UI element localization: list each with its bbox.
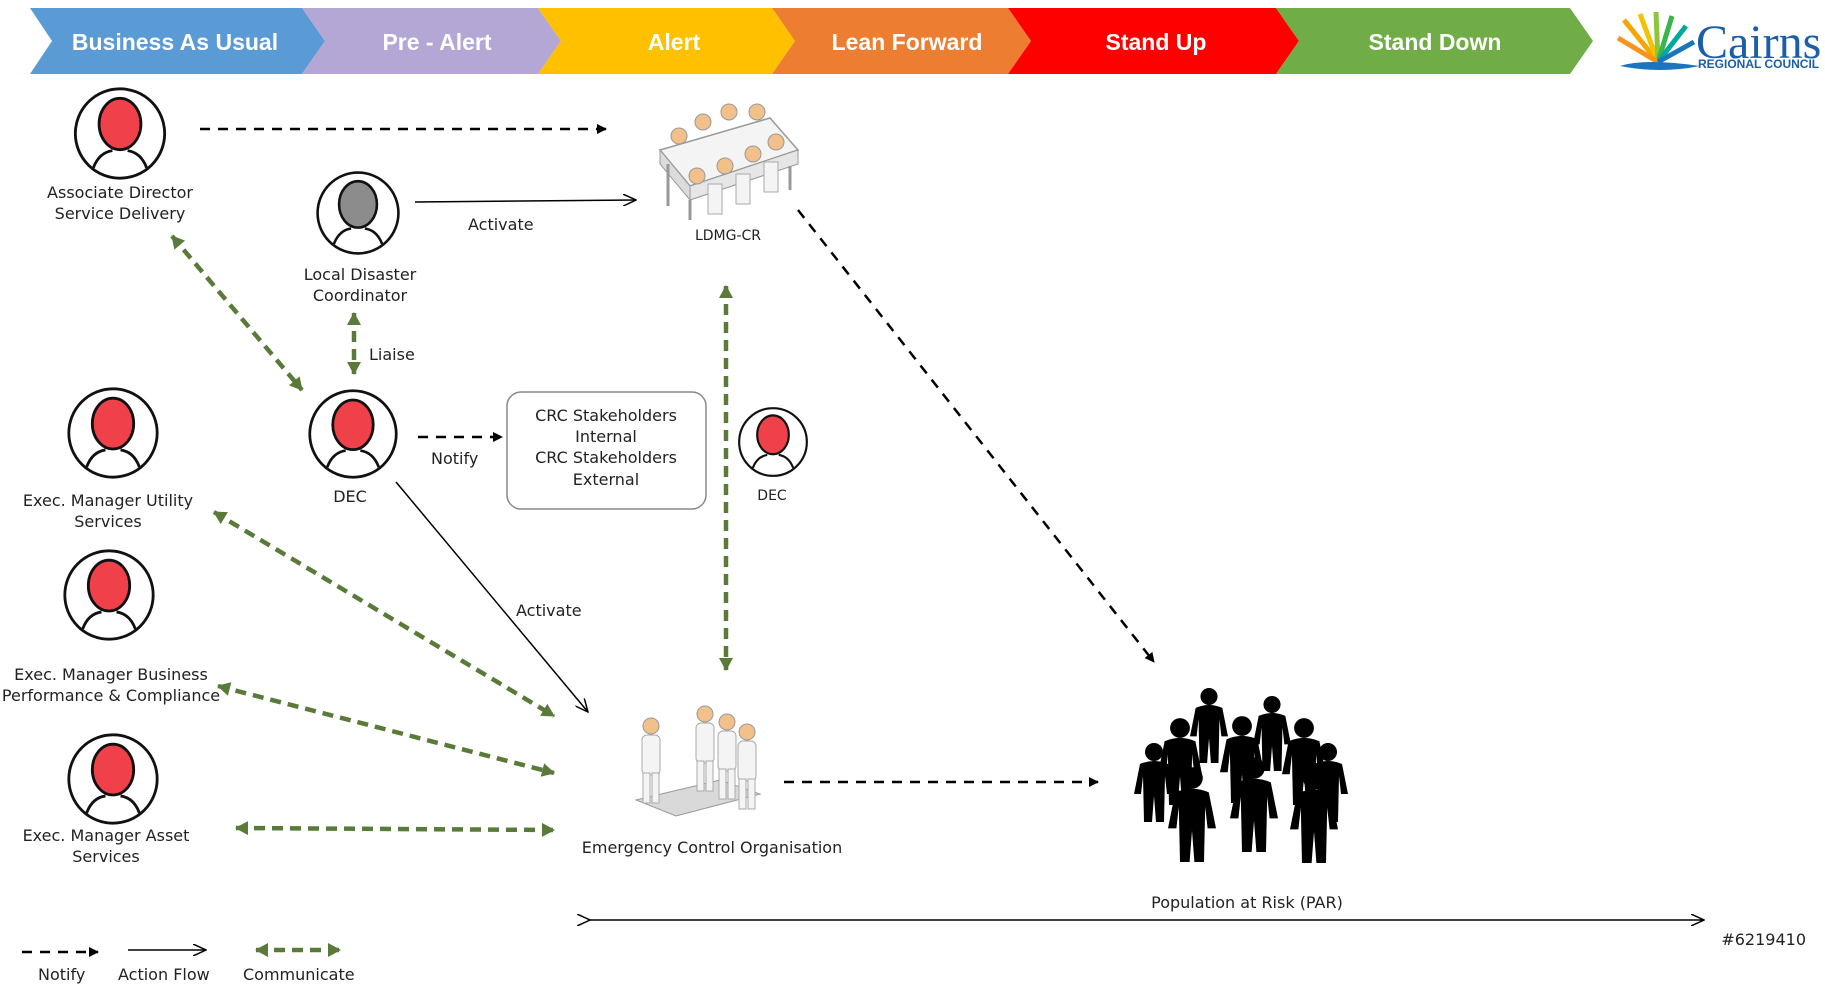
edge-label-notify: Notify — [431, 449, 478, 468]
person-dec-right[interactable]: DEC — [738, 407, 808, 504]
stakeholders-line: External — [573, 470, 639, 489]
person-exec-manager-business[interactable]: Exec. Manager Business Performance & Com… — [2, 549, 220, 705]
person-label-line1: Exec. Manager Asset — [23, 826, 190, 845]
edge-label-liaise: Liaise — [369, 345, 415, 364]
person-label: DEC — [757, 488, 787, 504]
person-exec-manager-asset[interactable]: Exec. Manager Asset Services — [23, 733, 190, 866]
stakeholders-line: CRC Stakeholders — [535, 448, 677, 467]
person-icon — [738, 407, 808, 477]
person-label-line1: Exec. Manager Utility — [23, 491, 193, 510]
connectors — [170, 124, 1704, 920]
person-icon — [73, 87, 167, 180]
communicate-arrow-asset-to-eco — [235, 821, 555, 837]
person-associate-director[interactable]: Associate Director Service Delivery — [47, 87, 193, 223]
phase-business-as-usual[interactable]: Business As Usual — [30, 8, 325, 74]
phase-lean-forward[interactable]: Lean Forward — [772, 8, 1031, 74]
standing-people-icon — [634, 705, 762, 817]
cairns-logo: Cairns REGIONAL COUNCIL — [1616, 11, 1821, 71]
logo-subtitle: REGIONAL COUNCIL — [1698, 57, 1819, 71]
person-dec-main[interactable]: DEC — [308, 389, 398, 506]
stakeholders-line: CRC Stakeholders — [535, 406, 677, 425]
phase-stand-down[interactable]: Stand Down — [1276, 8, 1593, 74]
person-icon — [63, 549, 155, 641]
ldmg-label: LDMG-CR — [695, 228, 761, 244]
activate-arrow-ldc-to-ldmg — [414, 200, 636, 202]
person-local-disaster-coordinator[interactable]: Local Disaster Coordinator — [304, 171, 417, 305]
phase-stand-up[interactable]: Stand Up — [1008, 8, 1299, 74]
phase-label: Pre - Alert — [382, 29, 491, 55]
stakeholders-box[interactable]: CRC Stakeholders Internal CRC Stakeholde… — [506, 391, 707, 510]
person-label-line2: Coordinator — [313, 286, 408, 305]
person-icon — [67, 733, 159, 825]
person-label: DEC — [333, 487, 367, 506]
person-label-line1: Exec. Manager Business — [14, 665, 208, 684]
stakeholders-line: Internal — [575, 427, 637, 446]
person-icon — [316, 171, 400, 255]
edge-label-activate-top: Activate — [468, 215, 534, 234]
person-label-line2: Services — [74, 512, 141, 531]
phase-label: Lean Forward — [832, 29, 983, 55]
par-group[interactable]: Population at Risk (PAR) — [1134, 687, 1348, 912]
communicate-arrow-business-to-eco — [217, 682, 555, 777]
communicate-arrow-assoc-to-dec — [170, 234, 304, 392]
legend: Notify Action Flow Communicate — [22, 943, 355, 984]
ldmg-group[interactable]: LDMG-CR — [658, 103, 800, 244]
phase-label: Alert — [648, 29, 701, 55]
activate-arrow-dec-to-eco — [395, 481, 588, 712]
doc-reference: #6219410 — [1721, 930, 1806, 949]
legend-notify-label: Notify — [38, 965, 85, 984]
phase-bar: Business As Usual Pre - Alert Alert Lean… — [30, 8, 1593, 74]
person-label-line2: Services — [72, 847, 139, 866]
edge-label-activate-mid: Activate — [516, 601, 582, 620]
phase-pre-alert[interactable]: Pre - Alert — [302, 8, 561, 74]
eco-label: Emergency Control Organisation — [582, 838, 842, 857]
phase-label: Stand Up — [1106, 29, 1207, 55]
communicate-arrow-utility-to-eco — [212, 510, 556, 718]
logo-name: Cairns — [1696, 16, 1821, 69]
notify-arrow-ldmg-to-par — [797, 209, 1155, 663]
person-icon — [67, 387, 159, 479]
phase-label: Business As Usual — [72, 29, 278, 55]
legend-communicate-label: Communicate — [243, 965, 355, 984]
legend-action-label: Action Flow — [118, 965, 210, 984]
meeting-table-icon — [658, 103, 800, 220]
person-label-line2: Service Delivery — [55, 204, 186, 223]
person-label-line1: Local Disaster — [304, 265, 417, 284]
person-label-line2: Performance & Compliance — [2, 686, 220, 705]
crowd-icon — [1134, 687, 1348, 863]
person-icon — [308, 389, 398, 479]
sunburst-icon — [1616, 11, 1700, 70]
person-exec-manager-utility[interactable]: Exec. Manager Utility Services — [23, 387, 193, 531]
phase-label: Stand Down — [1369, 29, 1502, 55]
phase-alert[interactable]: Alert — [538, 8, 795, 74]
par-label: Population at Risk (PAR) — [1151, 893, 1343, 912]
person-label-line1: Associate Director — [47, 183, 193, 202]
eco-group[interactable]: Emergency Control Organisation — [582, 705, 842, 857]
